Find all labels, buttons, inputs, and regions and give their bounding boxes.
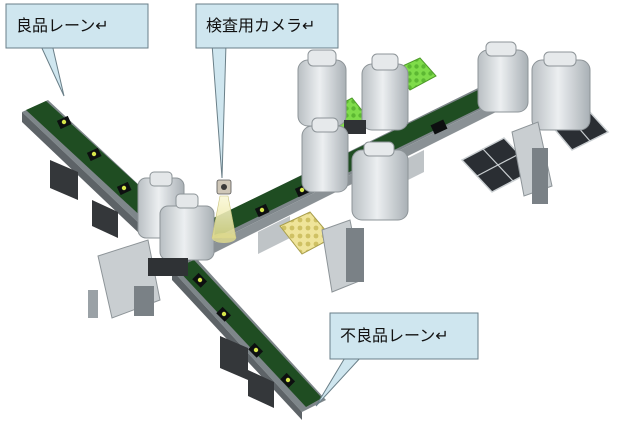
- robot-pair-upper: [297, 49, 437, 135]
- reject-lane-conveyor: [172, 258, 326, 420]
- robot-pair-right: [460, 41, 610, 204]
- sorting-robot: [88, 171, 215, 319]
- inspection-camera-label: 検査用カメラ↵: [206, 16, 315, 35]
- robot-pair-middle: [301, 117, 409, 293]
- inspection-camera: [211, 179, 237, 243]
- good-lane-products: [56, 115, 132, 196]
- reject-lane-products: [192, 272, 296, 388]
- callout-reject-lane: 不良品レーン↵: [315, 312, 479, 407]
- callout-good-lane: 良品レーン↵: [5, 3, 149, 97]
- reject-lane-label: 不良品レーン↵: [340, 326, 449, 345]
- callout-inspection-camera: 検査用カメラ↵: [195, 3, 339, 179]
- good-lane-label: 良品レーン↵: [16, 16, 109, 35]
- good-lane-conveyor: [22, 100, 168, 238]
